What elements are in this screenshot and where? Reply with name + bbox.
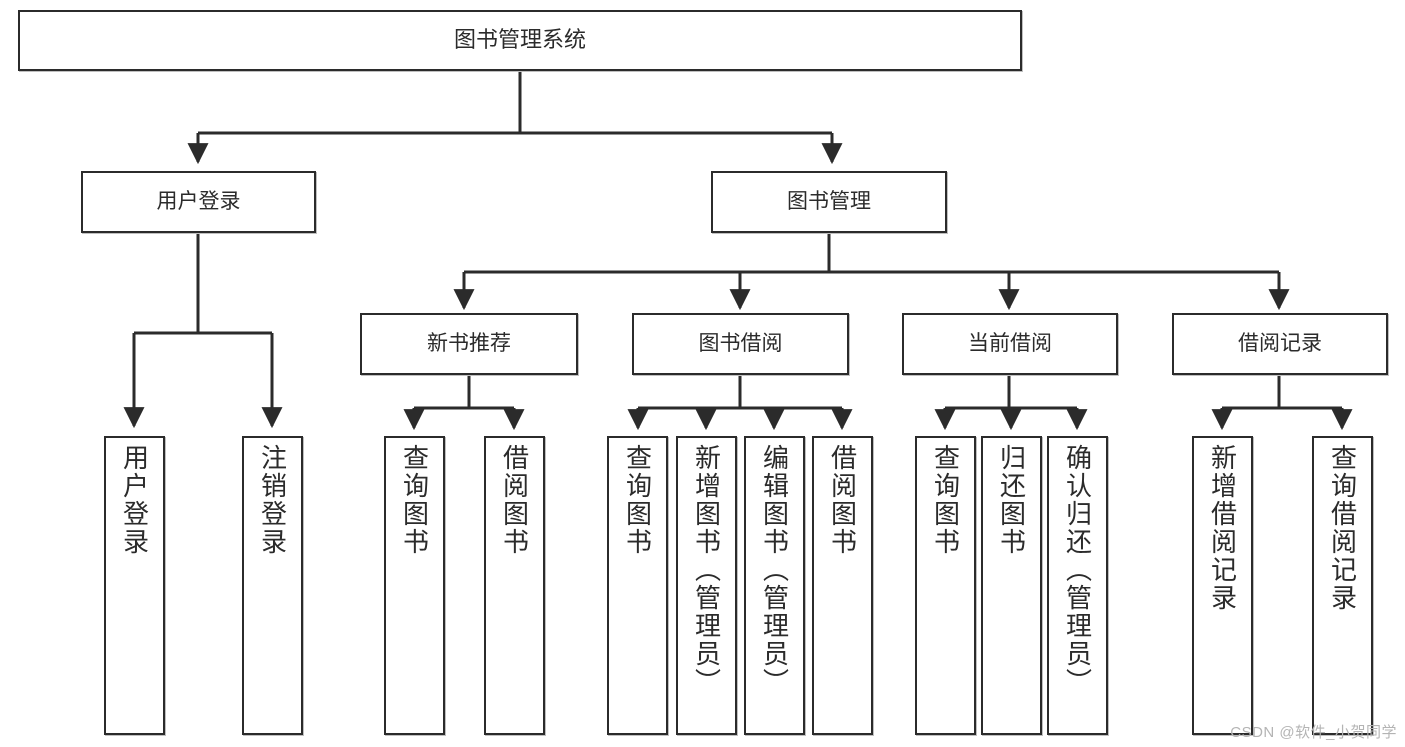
node-borrow-record-label: 借阅记录	[1238, 332, 1322, 356]
node-leaf-user-login-label: 用户登录	[119, 444, 150, 556]
node-leaf-query-book-2-label: 查询图书	[622, 444, 653, 556]
node-leaf-query-book-2[interactable]: 查询图书	[607, 436, 668, 735]
node-leaf-confirm-return-label: 确认归还（管理员）	[1062, 444, 1093, 696]
node-leaf-user-logout[interactable]: 注销登录	[242, 436, 303, 735]
node-leaf-borrow-book-2[interactable]: 借阅图书	[812, 436, 873, 735]
node-leaf-query-record-label: 查询借阅记录	[1327, 444, 1358, 612]
node-user-login[interactable]: 用户登录	[81, 171, 316, 233]
node-leaf-add-book-label: 新增图书（管理员）	[691, 444, 722, 696]
node-root[interactable]: 图书管理系统	[18, 10, 1022, 71]
node-leaf-user-login[interactable]: 用户登录	[104, 436, 165, 735]
node-leaf-return-book-label: 归还图书	[996, 444, 1027, 556]
connector-group-book-borrow	[627, 375, 853, 431]
node-book-management[interactable]: 图书管理	[711, 171, 947, 233]
node-leaf-borrow-book-1[interactable]: 借阅图书	[484, 436, 545, 735]
node-leaf-edit-book[interactable]: 编辑图书（管理员）	[744, 436, 805, 735]
node-current-borrow-label: 当前借阅	[968, 332, 1052, 356]
node-user-login-label: 用户登录	[156, 190, 241, 214]
node-leaf-query-book-3-label: 查询图书	[930, 444, 961, 556]
node-leaf-return-book[interactable]: 归还图书	[981, 436, 1042, 735]
connector-group-current-borrow	[934, 375, 1088, 431]
node-new-book-recommend-label: 新书推荐	[427, 332, 511, 356]
node-leaf-query-record[interactable]: 查询借阅记录	[1312, 436, 1373, 735]
connector-group-book-management	[453, 233, 1290, 311]
node-book-borrow[interactable]: 图书借阅	[632, 313, 849, 375]
connector-group-root	[187, 71, 843, 165]
node-current-borrow[interactable]: 当前借阅	[902, 313, 1118, 375]
node-book-borrow-label: 图书借阅	[698, 332, 783, 356]
node-leaf-confirm-return[interactable]: 确认归还（管理员）	[1047, 436, 1108, 735]
connector-group-user-login	[123, 233, 283, 429]
node-leaf-user-logout-label: 注销登录	[257, 444, 288, 556]
node-leaf-query-book-1-label: 查询图书	[399, 444, 430, 556]
node-new-book-recommend[interactable]: 新书推荐	[360, 313, 578, 375]
node-book-management-label: 图书管理	[787, 190, 871, 214]
node-leaf-query-book-1[interactable]: 查询图书	[384, 436, 445, 735]
node-borrow-record[interactable]: 借阅记录	[1172, 313, 1388, 375]
node-leaf-add-record[interactable]: 新增借阅记录	[1192, 436, 1253, 735]
node-leaf-borrow-book-1-label: 借阅图书	[499, 444, 530, 556]
node-leaf-add-record-label: 新增借阅记录	[1207, 444, 1238, 612]
node-leaf-add-book[interactable]: 新增图书（管理员）	[676, 436, 737, 735]
node-leaf-query-book-3[interactable]: 查询图书	[915, 436, 976, 735]
node-root-label: 图书管理系统	[453, 27, 586, 53]
connector-group-new-book-recommend	[403, 375, 525, 431]
node-leaf-borrow-book-2-label: 借阅图书	[827, 444, 858, 556]
connector-group-borrow-record	[1211, 375, 1353, 431]
node-leaf-edit-book-label: 编辑图书（管理员）	[759, 444, 790, 696]
